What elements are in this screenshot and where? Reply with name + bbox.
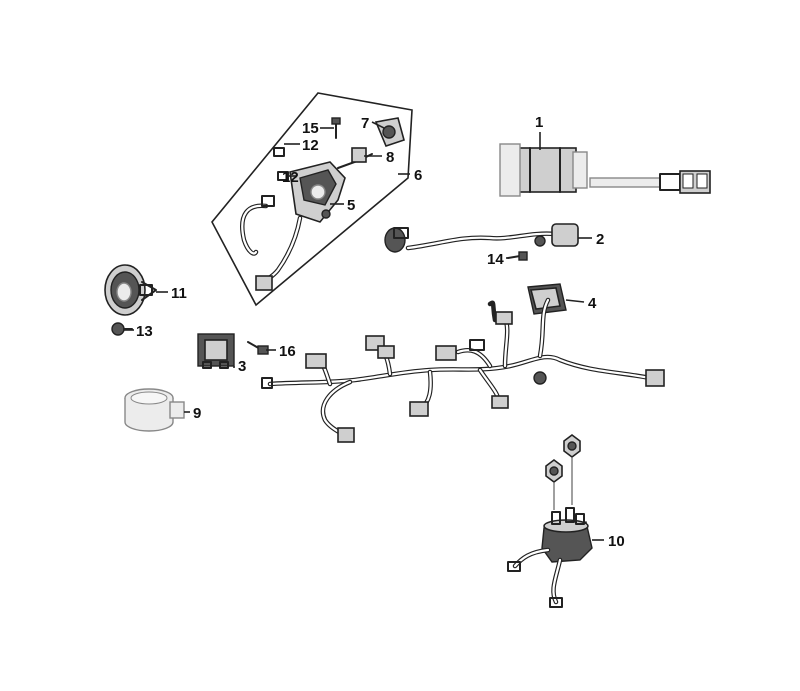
callouts: 1 2 3 4 5 6 7 8 9 10 11 12 12 13 14 15 1… xyxy=(136,114,625,550)
leader-lines xyxy=(124,121,604,541)
part-control-unit[interactable] xyxy=(499,143,711,197)
callout-10: 10 xyxy=(608,533,625,550)
callout-6: 6 xyxy=(414,167,422,184)
callout-14: 14 xyxy=(487,251,504,268)
callout-11: 11 xyxy=(171,285,187,302)
callout-2: 2 xyxy=(596,231,604,248)
part-main-harness[interactable] xyxy=(261,297,665,443)
callout-3: 3 xyxy=(238,358,246,375)
callout-1: 1 xyxy=(535,114,543,131)
part-buzzer[interactable] xyxy=(124,388,185,432)
callout-7: 7 xyxy=(361,115,369,132)
callout-16: 16 xyxy=(279,343,296,360)
callout-5: 5 xyxy=(347,197,355,214)
callout-15: 15 xyxy=(302,120,319,137)
callout-12-lower: 12 xyxy=(282,169,299,186)
callout-9: 9 xyxy=(193,405,201,422)
part-bolt-13[interactable] xyxy=(111,322,133,336)
callout-12-upper: 12 xyxy=(302,137,319,154)
switch-group-outline xyxy=(211,92,413,307)
callout-13: 13 xyxy=(136,323,153,340)
callout-8: 8 xyxy=(386,149,394,166)
part-cable-connector[interactable] xyxy=(384,223,579,253)
part-bolt-16[interactable] xyxy=(247,341,269,355)
part-screw-14[interactable] xyxy=(507,251,528,261)
part-switch-assembly[interactable] xyxy=(240,117,405,291)
part-horn[interactable] xyxy=(104,264,157,316)
part-relay[interactable] xyxy=(197,333,235,369)
callout-4: 4 xyxy=(588,295,597,312)
part-starter-relay[interactable] xyxy=(507,434,593,608)
